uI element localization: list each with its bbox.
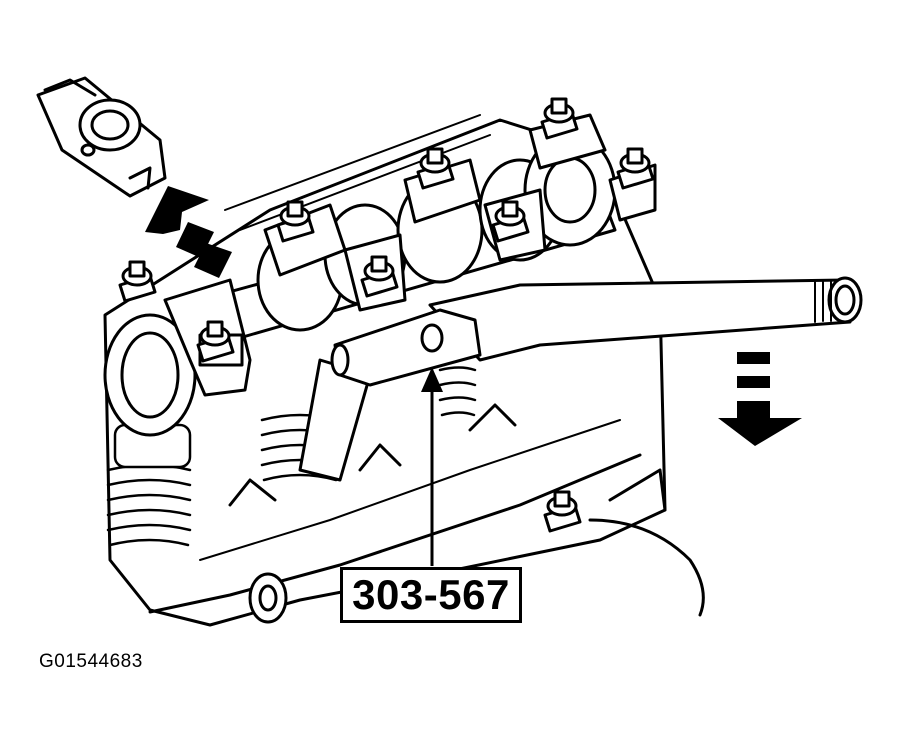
bolt [118, 260, 157, 303]
tool-number-label: 303-567 [340, 567, 522, 623]
valve-spring-compressor-tool [298, 276, 863, 482]
removal-direction-arrow [145, 186, 232, 278]
bolt [416, 147, 455, 190]
valve-spring-left [106, 423, 192, 547]
figure-id: G01544683 [39, 651, 143, 672]
downward-force-arrow [718, 352, 802, 446]
bolt [276, 200, 315, 243]
bolt [540, 97, 579, 140]
bolt [491, 200, 530, 243]
roller-finger-follower [36, 76, 167, 198]
bolt [360, 255, 399, 298]
tool-pointer-arrow [421, 367, 443, 566]
valve-spring-right [438, 366, 477, 417]
bolt [543, 490, 582, 533]
bolt [196, 320, 235, 363]
bolt [616, 147, 655, 190]
